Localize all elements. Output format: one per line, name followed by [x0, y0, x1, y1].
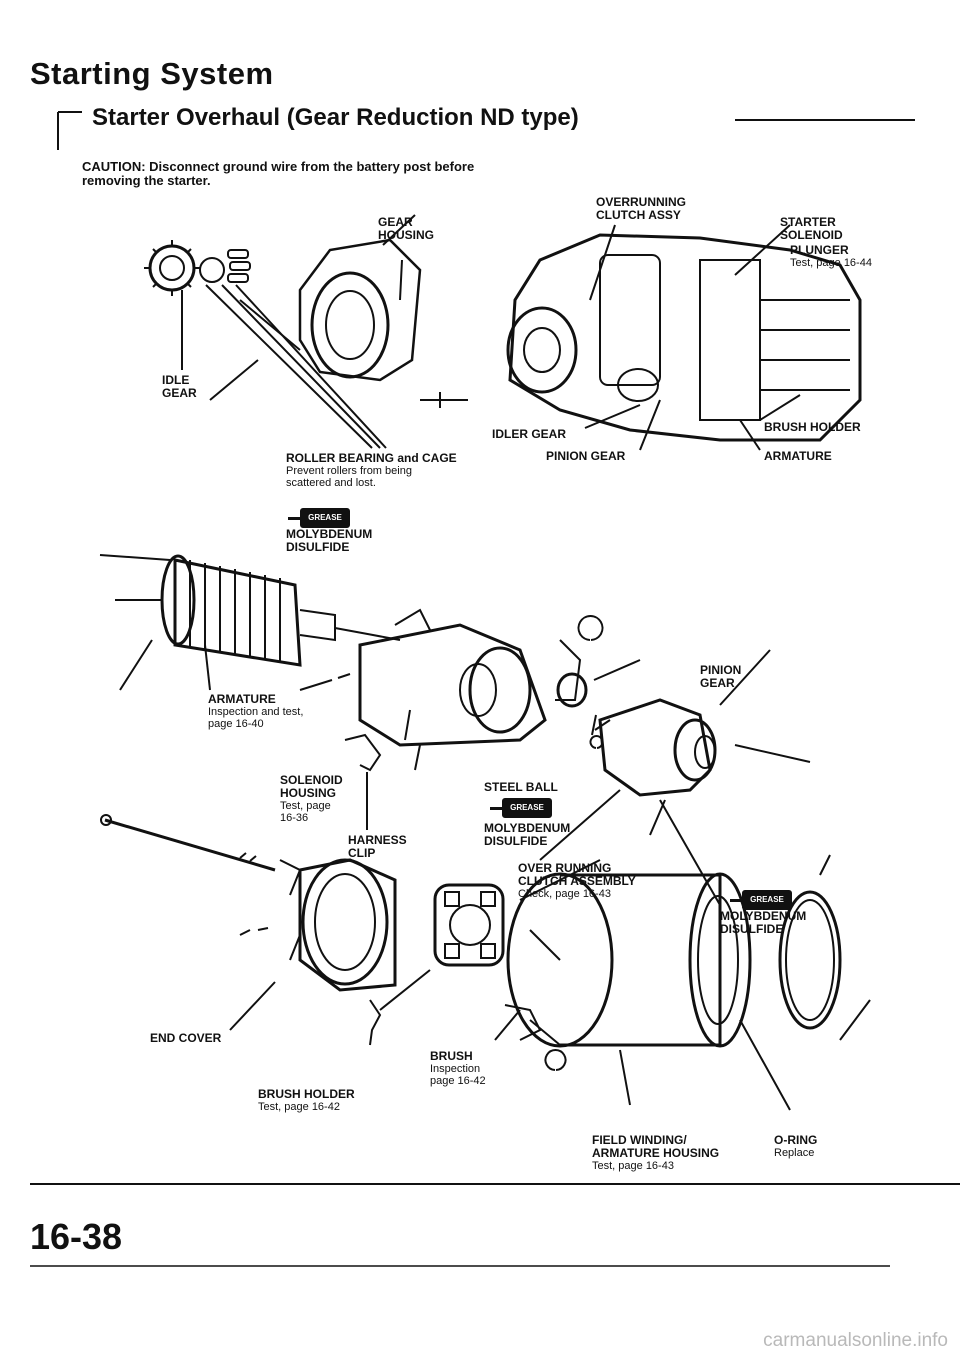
section-subtitle: Starter Overhaul (Gear Reduction ND type… — [92, 104, 579, 131]
grease-icon: GREASE — [288, 508, 350, 528]
label-brush: BRUSH Inspection page 16-42 — [430, 1049, 486, 1088]
page-title: Starting System — [30, 56, 274, 91]
label-plunger: PLUNGER Test, page 16-44 — [790, 243, 872, 270]
starter-assembly-art — [506, 224, 862, 451]
armature-art — [99, 554, 401, 691]
label-pinion-gear-top: PINION GEAR — [546, 449, 626, 463]
subtitle-rule — [57, 111, 915, 150]
roller-bearing-art — [199, 249, 387, 449]
caution-note: CAUTION: Disconnect ground wire from the… — [82, 159, 475, 188]
clutch-art — [539, 649, 811, 906]
gear-housing-art — [209, 214, 468, 408]
label-brush-holder-bottom: BRUSH HOLDER Test, page 16-42 — [258, 1087, 355, 1114]
solenoid-housing-art — [299, 608, 604, 771]
o-ring-art — [739, 854, 871, 1111]
label-brush-holder-top: BRUSH HOLDER — [764, 420, 861, 434]
idle-gear-art — [144, 240, 200, 370]
label-o-ring: O-RING Replace — [774, 1133, 818, 1160]
label-armature-top: ARMATURE — [764, 449, 832, 463]
label-steel-ball: STEEL BALL — [484, 780, 558, 794]
label-idler-gear: IDLER GEAR — [492, 427, 567, 441]
pinion-gear-art — [556, 659, 641, 749]
plunger-test-ref: Test, page 16-44 — [790, 257, 872, 269]
footer-watermark-link[interactable]: carmanualsonline.info — [763, 1330, 948, 1351]
through-bolts-art — [100, 814, 276, 872]
label-end-cover: END COVER — [150, 1031, 222, 1045]
grease-icon: GREASE — [730, 890, 792, 910]
label-field-winding: FIELD WINDING/ARMATURE HOUSING Test, pag… — [592, 1133, 720, 1173]
field-housing-art — [504, 859, 752, 1106]
grease-icon: GREASE — [490, 798, 552, 818]
label-armature-mid: ARMATURE Inspection and test, page 16-40 — [208, 692, 304, 731]
brush-holder-art — [379, 883, 521, 1041]
harness-clip-art — [344, 733, 382, 830]
label-roller-bearing: ROLLER BEARING and CAGE Prevent rollers … — [286, 451, 457, 490]
page-number: 16-38 — [30, 1216, 123, 1257]
end-cover-art — [229, 858, 397, 1046]
